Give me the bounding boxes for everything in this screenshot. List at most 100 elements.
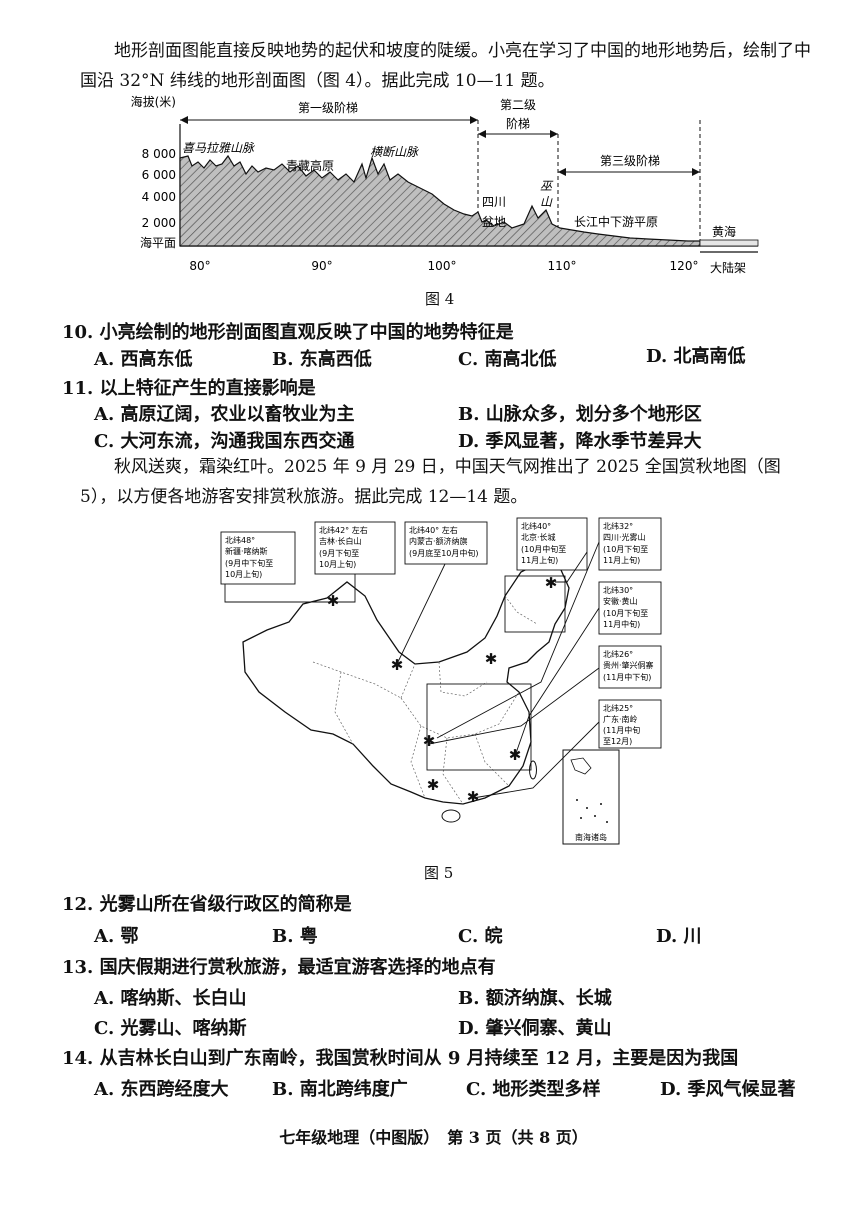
question-11-stem: 11. 以上特征产生的直接影响是 [62,378,316,399]
q10-option-c[interactable]: C. 南高北低 [458,349,557,370]
star-zhaoxing-icon: ✱ [427,776,440,794]
china-outline [242,561,570,805]
q14-option-b[interactable]: B. 南北跨纬度广 [272,1079,408,1100]
label-zhaoxing-lat: 北纬26° [603,649,633,659]
intro-paragraph-2: 秋风送爽，霜染红叶。2025 年 9 月 29 日，中国天气网推出了 2025 … [80,457,781,507]
autumn-map-figure: 南海诸岛 北纬48° 新疆·喀纳斯 (9月中下旬至 10月上旬) 北纬42° 左… [220,517,662,845]
y-tick-8000: 8 000 [142,147,176,161]
q13-option-a[interactable]: A. 喀纳斯、长白山 [94,988,247,1009]
label-continental-shelf: 大陆架 [710,260,746,275]
label-ejina-name: 内蒙古·额济纳旗 [409,536,468,546]
x-tick-120: 120° [670,259,699,273]
label-basin-line2: 盆地 [482,215,506,229]
x-tick-90: 90° [311,259,332,273]
ladder-2-label-line2: 阶梯 [506,117,530,131]
q11-option-d[interactable]: D. 季风显著，降水季节差异大 [458,431,702,452]
label-huangshan-lat: 北纬30° [603,585,633,595]
terrain-profile-figure: 海拔(米) 8 000 6 000 4 000 2 000 海平面 80° 90… [131,94,759,275]
label-changbai-name: 吉林·长白山 [319,536,362,546]
q10-option-a[interactable]: A. 西高东低 [94,349,193,370]
scenic-stars: ✱ ✱ ✱ ✱ ✱ ✱ ✱ ✱ [327,574,558,806]
q12-option-a[interactable]: A. 鄂 [94,926,139,947]
page-footer: 七年级地理（中图版） 第 3 页（共 8 页） [279,1128,588,1147]
label-zhaoxing-time: (11月中下旬) [603,672,651,682]
question-10-stem: 10. 小亮绘制的地形剖面图直观反映了中国的地势特征是 [62,322,514,343]
ladder-2-label-line1: 第二级 [500,98,536,112]
q13-option-c[interactable]: C. 光雾山、喀纳斯 [94,1018,247,1039]
q10-option-b[interactable]: B. 东高西低 [272,349,372,370]
label-greatwall-lat: 北纬40° [521,521,551,531]
province-borders [312,595,538,805]
label-wushan-1: 巫 [540,179,554,193]
question-12-stem: 12. 光雾山所在省级行政区的简称是 [62,894,352,915]
label-changbai-time1: (9月下旬至 [319,548,359,558]
label-ejina-lat: 北纬40° 左右 [409,525,458,535]
label-huangshan-time1: (10月下旬至 [603,608,648,618]
label-changbai-lat: 北纬42° 左右 [319,525,368,535]
label-yangtze-plain: 长江中下游平原 [574,214,658,229]
label-yellow-sea: 黄海 [712,224,736,239]
label-huangshan-name: 安徽·黄山 [603,596,638,606]
q10-option-d[interactable]: D. 北高南低 [646,346,746,367]
y-tick-2000: 2 000 [142,216,176,230]
hainan-island [441,809,461,823]
label-hengduan: 横断山脉 [370,145,420,159]
q11-option-b[interactable]: B. 山脉众多，划分多个地形区 [458,404,702,425]
leader-lines [224,541,600,799]
q12-option-d[interactable]: D. 川 [656,926,702,947]
label-nanling-lat: 北纬25° [603,703,633,713]
q13-option-d[interactable]: D. 肇兴侗寨、黄山 [458,1018,612,1039]
ladder-1-label: 第一级阶梯 [298,101,358,115]
y-axis-title: 海拔(米) [131,94,176,109]
label-huangshan-time2: 11月中旬) [603,619,640,629]
label-changbai-time2: 10月上旬) [319,559,356,569]
q11-option-a[interactable]: A. 高原辽阔，农业以畜牧业为主 [94,404,355,425]
box-central-region [426,683,532,771]
q14-option-c[interactable]: C. 地形类型多样 [466,1079,601,1100]
label-kanas-lat: 北纬48° [225,535,255,545]
label-guangwu-name: 四川·光雾山 [603,532,646,542]
box-beijing-region [504,575,566,633]
label-nanling-time2: 至12月) [603,737,632,746]
label-nanling-time1: (11月中旬 [603,725,640,735]
ladder-3-label: 第三级阶梯 [600,154,660,168]
label-greatwall-name: 北京·长城 [521,532,556,542]
y-tick-4000: 4 000 [142,190,176,204]
inset-label: 南海诸岛 [575,832,607,842]
q14-option-d[interactable]: D. 季风气候显著 [660,1079,796,1100]
label-boxes: 北纬48° 新疆·喀纳斯 (9月中下旬至 10月上旬) 北纬42° 左右 吉林·… [220,517,662,749]
star-kanas-icon: ✱ [327,592,340,610]
x-tick-110: 110° [548,259,577,273]
label-greatwall-time1: (10月中旬至 [521,544,566,554]
label-zhaoxing-name: 贵州·肇兴侗寨 [603,660,654,670]
label-wushan-2: 山 [540,195,553,209]
label-guangwu-lat: 北纬32° [603,521,633,531]
q11-option-c[interactable]: C. 大河东流，沟通我国东西交通 [94,431,355,452]
intro-paragraph-1: 地形剖面图能直接反映地势的起伏和坡度的陡缓。小亮在学习了中国的地形地势后，绘制了… [80,41,811,91]
label-qinghai-tibet-plateau: 青藏高原 [286,158,334,173]
label-nanling-name: 广东·南岭 [603,714,638,724]
x-tick-80: 80° [189,259,210,273]
label-kanas-name: 新疆·喀纳斯 [225,546,268,556]
q12-option-b[interactable]: B. 粤 [272,926,318,947]
label-guangwu-time2: 11月上旬) [603,555,640,565]
label-kanas-time2: 10月上旬) [225,569,262,579]
q14-option-a[interactable]: A. 东西跨经度大 [94,1079,229,1100]
terrain-profile-area [179,154,701,247]
star-huangshan-icon: ✱ [509,746,522,764]
question-14-stem: 14. 从吉林长白山到广东南岭，我国赏秋时间从 9 月持续至 12 月，主要是因… [62,1048,739,1069]
x-tick-100: 100° [428,259,457,273]
y-axis-labels: 海拔(米) 8 000 6 000 4 000 2 000 海平面 [131,94,176,250]
q13-option-b[interactable]: B. 额济纳旗、长城 [458,988,612,1009]
question-13-stem: 13. 国庆假期进行赏秋旅游，最适宜游客选择的地点有 [62,957,496,978]
y-tick-sea-level: 海平面 [140,235,176,250]
y-tick-6000: 6 000 [142,168,176,182]
label-ejina-time: (9月底至10月中旬) [409,548,479,558]
star-ejina-icon: ✱ [391,656,404,674]
label-himalaya: 喜马拉雅山脉 [182,141,256,155]
q12-option-c[interactable]: C. 皖 [458,926,503,947]
figure-5-caption: 图 5 [424,864,454,882]
star-changbai-icon: ✱ [545,574,558,592]
label-guangwu-time1: (10月下旬至 [603,544,648,554]
figure-4-caption: 图 4 [425,290,455,308]
